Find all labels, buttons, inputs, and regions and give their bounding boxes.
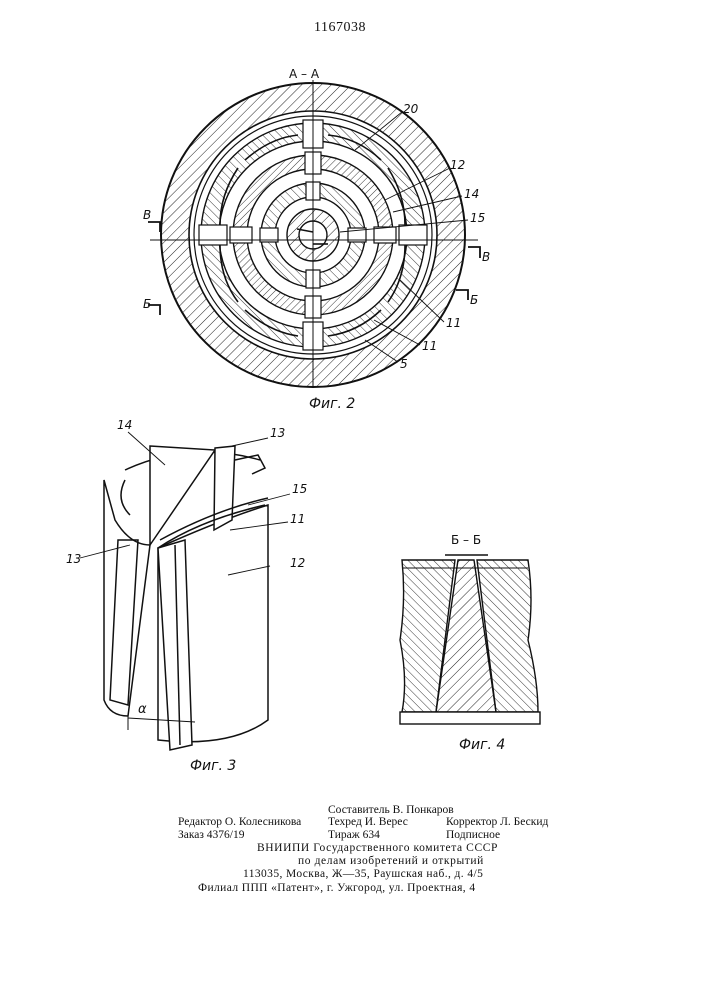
fig2-label-20: 20	[403, 102, 418, 116]
fig3-label-13-top: 13	[270, 426, 285, 440]
fig2-label-15: 15	[470, 211, 485, 225]
fig3-label-11: 11	[290, 512, 305, 526]
fig2-label-14: 14	[464, 187, 479, 201]
footer-org2: по делам изобретений и открытий	[298, 855, 484, 867]
fig3-caption: Фиг. 3	[190, 758, 236, 774]
fig2-label-5: 5	[400, 357, 408, 371]
fig3-label-13-left: 13	[66, 552, 81, 566]
footer-address: 113035, Москва, Ж—35, Раушская наб., д. …	[243, 868, 483, 880]
footer-corrector: Корректор Л. Бескид	[446, 816, 548, 828]
fig2-mark-b-right: Б	[470, 293, 478, 307]
fig2-mark-v-left: В	[143, 208, 151, 222]
footer-subscription: Подписное	[446, 829, 500, 841]
fig2-label-12: 12	[450, 158, 465, 172]
fig2-caption: Фиг. 2	[309, 396, 355, 412]
fig4-drawing	[400, 555, 540, 724]
footer-circulation: Тираж 634	[328, 829, 380, 841]
fig4-caption: Фиг. 4	[459, 737, 505, 753]
fig2-section-title: А – А	[289, 67, 319, 81]
fig4-section-title: Б – Б	[451, 533, 481, 547]
fig2-mark-b-left: Б	[143, 297, 151, 311]
fig3-angle-alpha: α	[138, 702, 147, 717]
fig3-label-14: 14	[117, 418, 132, 432]
footer-order: Заказ 4376/19	[178, 829, 245, 841]
footer-branch: Филиал ППП «Патент», г. Ужгород, ул. Про…	[198, 882, 476, 894]
footer-compiler: Составитель В. Понкаров	[328, 804, 454, 816]
fig3-drawing	[80, 432, 290, 750]
fig3-label-12: 12	[290, 556, 305, 570]
footer-techred: Техред И. Верес	[328, 816, 408, 828]
fig3-label-15: 15	[292, 482, 307, 496]
footer-editor: Редактор О. Колесникова	[178, 816, 301, 828]
footer-org1: ВНИИПИ Государственного комитета СССР	[257, 842, 498, 854]
fig2-label-11b: 11	[422, 339, 437, 353]
fig2-mark-v-right: В	[482, 250, 490, 264]
fig2-label-11a: 11	[446, 316, 461, 330]
